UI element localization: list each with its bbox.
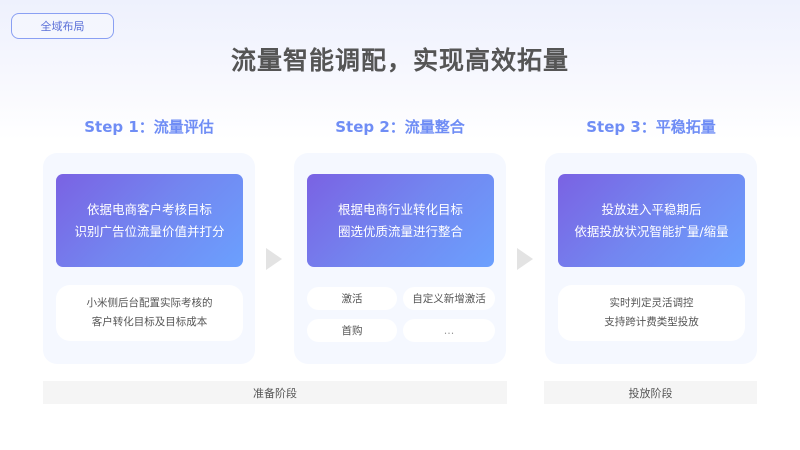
step-1-highlight-line-1: 依据电商客户考核目标 — [86, 201, 212, 217]
step-1-card: 依据电商客户考核目标 识别广告位流量价值并打分 小米侧后台配置实际考核的 客户转… — [43, 153, 255, 364]
step-1-highlight-box: 依据电商客户考核目标 识别广告位流量价值并打分 — [56, 174, 243, 267]
step-2-highlight-line-2: 圈选优质流量进行整合 — [337, 223, 463, 239]
step-1-highlight-line-2: 识别广告位流量价值并打分 — [74, 223, 225, 239]
step-2-card: 根据电商行业转化目标 圈选优质流量进行整合 激活 自定义新增激活 首购 … — [294, 153, 506, 364]
option-pill-first-purchase: 首购 — [307, 319, 397, 342]
global-layout-tag[interactable]: 全域布局 — [11, 13, 114, 39]
phase-preparation: 准备阶段 — [43, 381, 507, 404]
option-pill-custom-activation: 自定义新增激活 — [403, 287, 495, 310]
step-2-highlight-box: 根据电商行业转化目标 圈选优质流量进行整合 — [307, 174, 494, 267]
step-3-highlight-line-1: 投放进入平稳期后 — [601, 201, 702, 217]
option-pill-activation: 激活 — [307, 287, 397, 310]
step-1-title: Step 1：流量评估 — [84, 118, 214, 136]
step-1-detail-box: 小米侧后台配置实际考核的 客户转化目标及目标成本 — [56, 285, 243, 341]
option-pill-more: … — [403, 319, 495, 342]
step-3-highlight-box: 投放进入平稳期后 依据投放状况智能扩量/缩量 — [558, 174, 745, 267]
arrow-right-icon — [517, 248, 533, 270]
step-3-detail-line-1: 实时判定灵活调控 — [609, 297, 694, 309]
step-1-detail-line-1: 小米侧后台配置实际考核的 — [86, 297, 213, 309]
step-2-highlight-line-1: 根据电商行业转化目标 — [337, 201, 463, 217]
step-3-highlight-line-2: 依据投放状况智能扩量/缩量 — [574, 223, 729, 239]
step-2-title: Step 2：流量整合 — [335, 118, 465, 136]
step-1-detail-line-2: 客户转化目标及目标成本 — [91, 316, 208, 328]
phase-delivery: 投放阶段 — [544, 381, 757, 404]
step-3-card: 投放进入平稳期后 依据投放状况智能扩量/缩量 实时判定灵活调控 支持跨计费类型投… — [545, 153, 757, 364]
page-title: 流量智能调配，实现高效拓量 — [230, 46, 569, 75]
arrow-right-icon — [266, 248, 282, 270]
step-3-detail-line-2: 支持跨计费类型投放 — [604, 316, 699, 328]
step-3-detail-box: 实时判定灵活调控 支持跨计费类型投放 — [558, 285, 745, 341]
step-3-title: Step 3：平稳拓量 — [586, 118, 716, 136]
